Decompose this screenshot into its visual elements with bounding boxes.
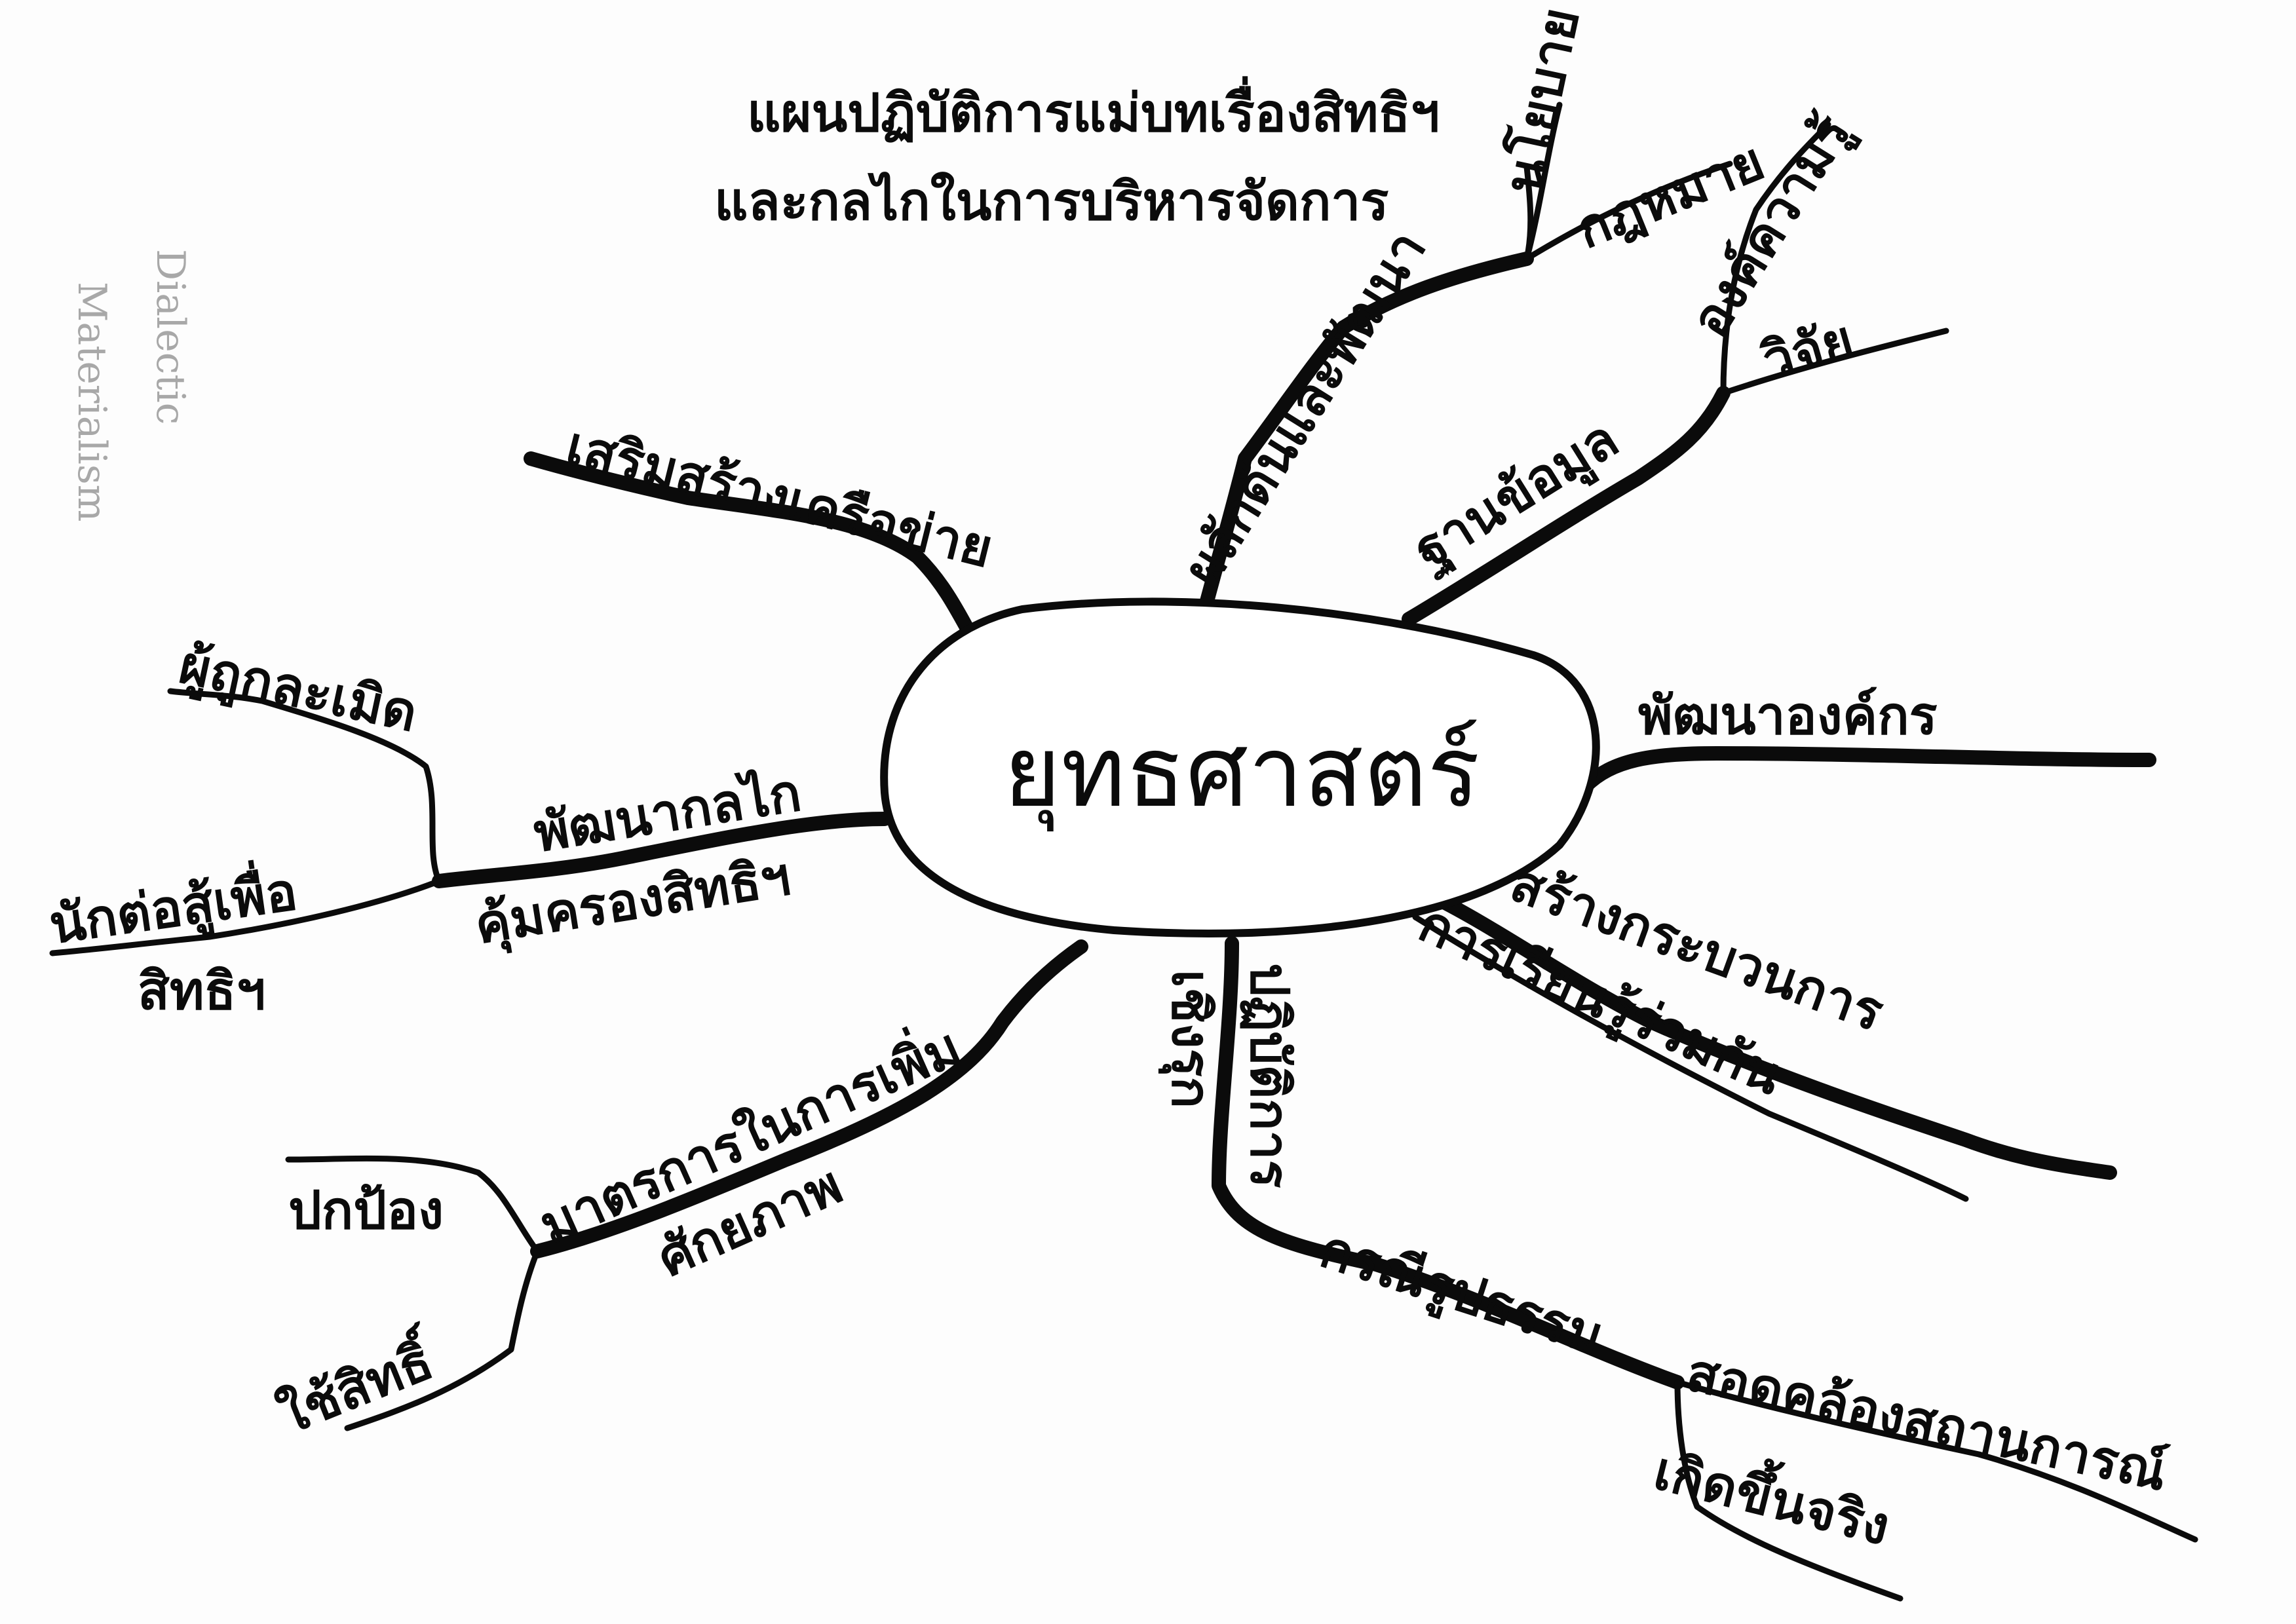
label-develop: ผลักดันและพัฒนา	[1171, 220, 1438, 596]
center-label: ยุทธศาสตร์	[1003, 715, 1480, 832]
branch-line-develop	[1198, 252, 1534, 613]
branch-line-law	[1523, 161, 1733, 262]
label-mechanism: และกลไกในการบริหารจัดการ	[714, 171, 1388, 232]
branch-line-protection	[432, 812, 892, 888]
label-proactive: เชิงรุก	[1158, 970, 1221, 1108]
branch-line-capacity	[530, 939, 1088, 1258]
branch-line-process-sub	[1412, 914, 1969, 1202]
branch-line-defenders	[49, 878, 442, 956]
label-practice: ปฏิบัติการ	[1239, 963, 1300, 1188]
label-policy: นโยบาย	[1492, 3, 1592, 199]
label-defenders-2: สิทธิฯ	[138, 960, 265, 1021]
label-protect: ปกป้อง	[288, 1180, 444, 1241]
branch-line-fits	[1674, 1379, 2198, 1543]
label-research: วิจัย	[1755, 309, 1860, 392]
branch-line-practice	[1212, 936, 1685, 1389]
branch-line-knowledge	[1402, 386, 1731, 626]
branch-line-real	[1674, 1379, 1904, 1602]
branch-line-process	[1428, 890, 2117, 1180]
branch-line-research	[1720, 328, 1949, 396]
center-hub	[880, 597, 1600, 937]
branch-line-org	[1578, 746, 2156, 793]
branch-line-victims	[167, 688, 442, 884]
label-victims: ผู้ถูกละเมิด	[174, 634, 423, 746]
label-real: เกิดขึ้นจริง	[1648, 1433, 1898, 1557]
label-network: เสริมสร้างเครือข่าย	[560, 415, 999, 579]
label-org: พัฒนาองค์กร	[1638, 685, 1938, 746]
branch-line-protect	[285, 1155, 541, 1255]
branch-line-use-rights	[344, 1248, 541, 1431]
branch-line-body-of-knowledge	[1720, 121, 1831, 396]
pencil-note-line1: Dialectic	[147, 249, 193, 425]
pencil-note: Dialectic Materialism	[69, 249, 193, 522]
branch-line-plan	[1523, 164, 1534, 262]
label-case: กรณีรูปธรรม	[1312, 1218, 1611, 1369]
label-plan: แผนปฏิบัติการแม่บทเรื่องสิทธิฯ	[747, 76, 1440, 143]
pencil-note-line2: Materialism	[69, 282, 115, 522]
branch-line-network	[524, 451, 984, 652]
